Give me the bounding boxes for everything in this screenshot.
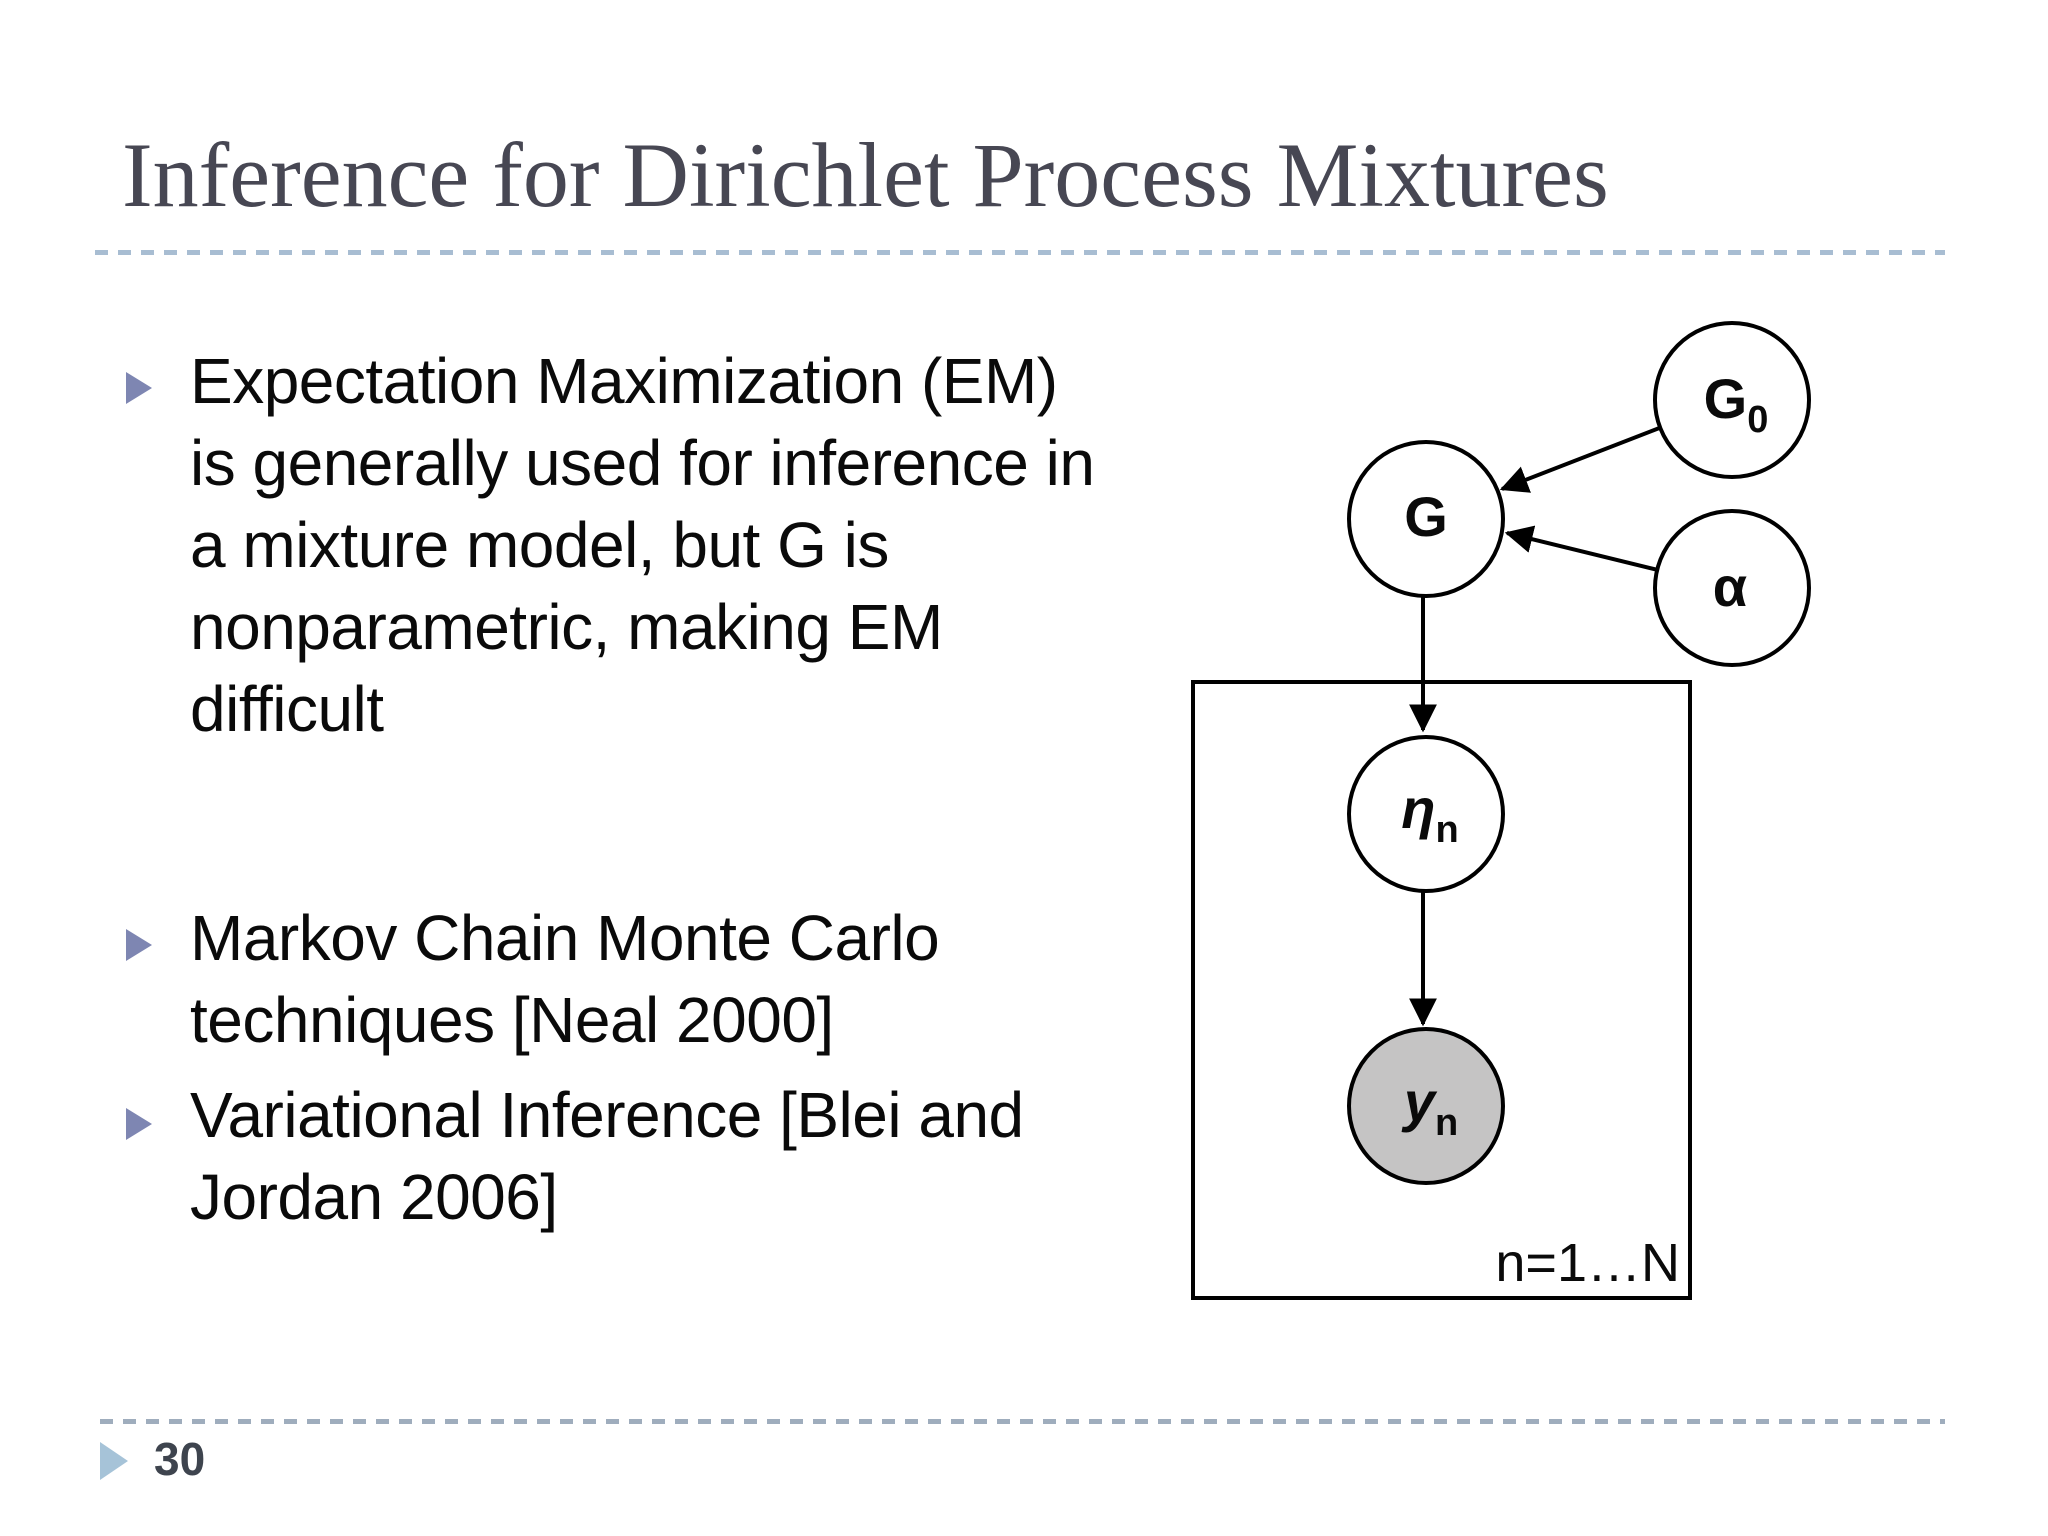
node-label-main: y	[1403, 1070, 1435, 1133]
node-label-sub: n	[1435, 809, 1459, 851]
bullet-triangle-icon	[126, 1108, 152, 1140]
node-circle-alpha	[1653, 509, 1811, 667]
node-label-sub: 0	[1747, 399, 1769, 441]
bullet-item-text: Markov Chain Monte Carlo techniques [Nea…	[190, 902, 940, 1056]
edge-g0-to-g	[1499, 425, 1663, 493]
node-label-main: η	[1401, 777, 1436, 840]
node-circle-y-observed	[1347, 1027, 1505, 1185]
node-label-eta: ηn	[1401, 776, 1458, 852]
edge-alpha-to-g	[1504, 525, 1659, 572]
node-circle-g0	[1653, 321, 1811, 479]
node-label-main: G	[1404, 485, 1448, 548]
node-circle-eta	[1347, 735, 1505, 893]
title-divider-dashed-line	[95, 250, 1945, 255]
node-label-g0: G0	[1704, 366, 1769, 442]
bullet-item-text: Variational Inference [Blei and Jordan 2…	[190, 1079, 1024, 1233]
node-label-sub: n	[1434, 1102, 1459, 1144]
page-number: 30	[154, 1433, 206, 1485]
plate-index-label: n=1…N	[1495, 1233, 1680, 1293]
node-label-g: G	[1404, 484, 1448, 560]
node-circle-g	[1347, 440, 1505, 598]
footer-divider-dashed-line	[100, 1419, 1945, 1424]
footer-triangle-icon	[100, 1442, 128, 1480]
node-label-alpha: α	[1713, 554, 1747, 630]
node-label-main: G	[1703, 367, 1748, 430]
node-label-y: yn	[1404, 1069, 1458, 1145]
node-label-main: α	[1712, 555, 1748, 618]
slide-title: Inference for Dirichlet Process Mixtures	[122, 124, 1609, 226]
bullet-triangle-icon	[126, 372, 152, 404]
bullet-triangle-icon	[126, 929, 152, 961]
plate-rect	[1191, 680, 1692, 1300]
bullet-item-text: Expectation Maximization (EM) is general…	[190, 345, 1095, 745]
